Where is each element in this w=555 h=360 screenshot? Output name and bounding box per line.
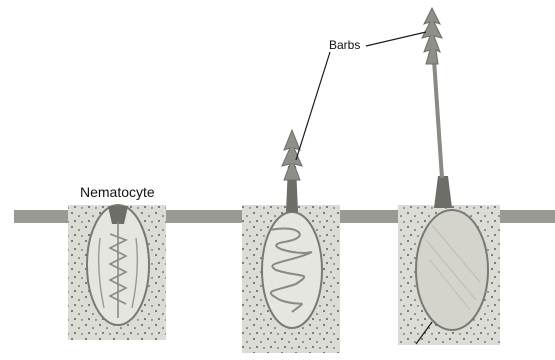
thread-base-3 [434,176,452,208]
barbed-tip-3 [422,8,442,64]
thread-3 [434,60,442,178]
barbs-leader-right [366,32,426,46]
barbs-leader-left [296,52,330,160]
cell-coiled [68,205,166,340]
cell-discharged [398,8,500,345]
nematocyte-label: Nematocyte [80,184,155,200]
capsule-3 [416,210,488,330]
barbed-tip-2 [282,130,302,180]
cell-partial [242,130,340,353]
barbs-label: Barbs [329,38,360,52]
